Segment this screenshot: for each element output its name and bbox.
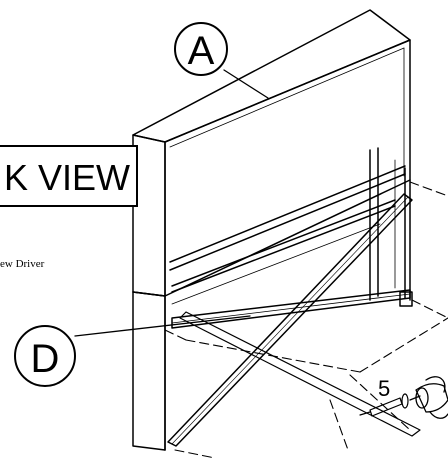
callout-d-label: D [31, 337, 60, 381]
screwdriver [409, 376, 448, 419]
frame-rails [169, 165, 406, 305]
callout-a-label: A [188, 29, 215, 73]
tool-note: ew Driver [0, 258, 45, 270]
screw-quantity: 5 [378, 376, 390, 401]
cabinet-lower-front [132, 291, 166, 451]
leader-lines [74, 69, 269, 337]
dashed-outline [164, 181, 448, 458]
screw [359, 393, 409, 417]
callout-d: D [14, 325, 76, 387]
rail-d [171, 289, 413, 329]
callout-a: A [174, 22, 228, 76]
view-label-text: K VIEW [4, 157, 130, 198]
view-label-box: K VIEW [0, 145, 138, 207]
cross-braces [167, 193, 421, 447]
cabinet-side-posts [369, 147, 411, 301]
